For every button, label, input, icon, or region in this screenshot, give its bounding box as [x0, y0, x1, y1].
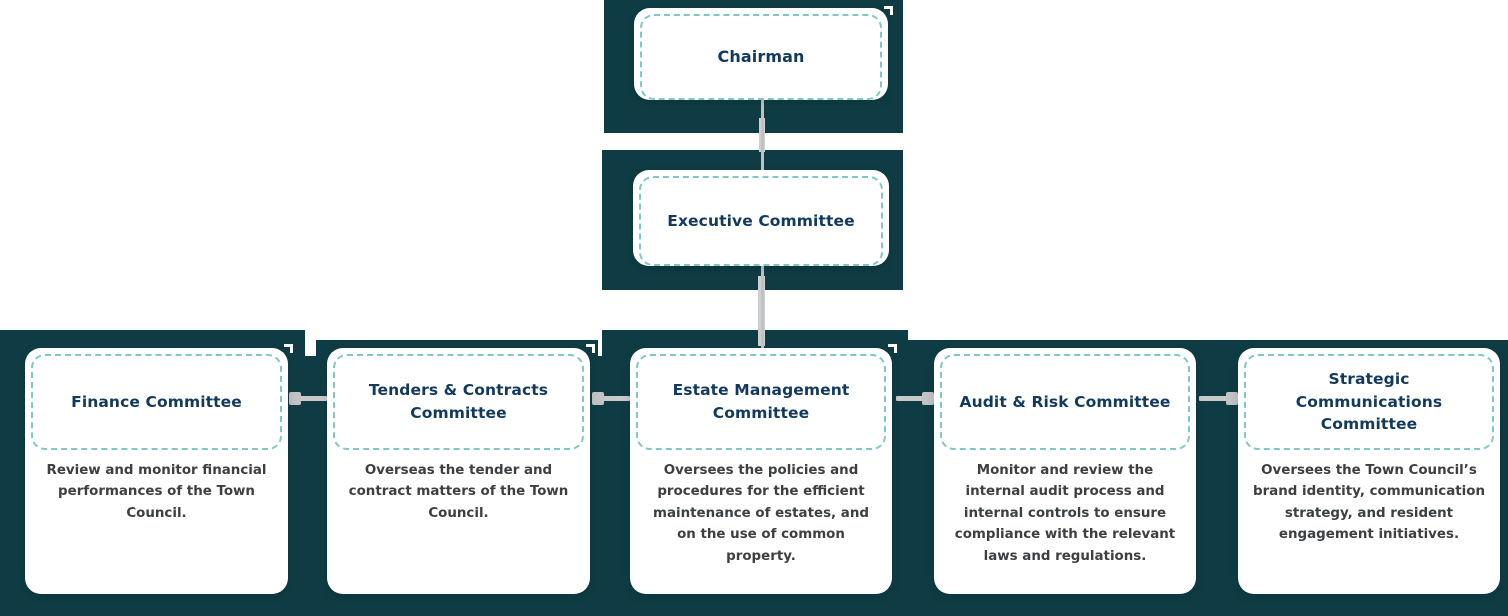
connector-executive-committees: [761, 266, 764, 350]
connector-cap-2: [592, 392, 604, 405]
executive-title: Executive Committee: [667, 211, 855, 230]
node-estate-management-committee[interactable]: Estate Management Committee Oversees the…: [630, 348, 892, 594]
node-finance-committee[interactable]: Finance Committee Review and monitor fin…: [25, 348, 288, 594]
estate-corner-notch-icon: [888, 344, 897, 353]
finance-body: Review and monitor financial performance…: [25, 460, 288, 584]
strategic-title: Strategic Communications Committee: [1295, 369, 1443, 434]
tenders-body: Overseas the tender and contract matters…: [327, 460, 590, 584]
node-audit-risk-committee[interactable]: Audit & Risk Committee Monitor and revie…: [934, 348, 1196, 594]
strategic-description: Oversees the Town Council’s brand identi…: [1252, 463, 1486, 543]
audit-description: Monitor and review the internal audit pr…: [954, 463, 1176, 564]
executive-header: Executive Committee: [639, 176, 883, 266]
node-strategic-communications-committee[interactable]: Strategic Communications Committee Overs…: [1238, 348, 1500, 594]
tenders-title: Tenders & Contracts Committee: [368, 381, 549, 422]
block-gap-2: [598, 330, 602, 356]
estate-header: Estate Management Committee: [636, 354, 886, 450]
block-gap-1: [305, 330, 316, 356]
audit-header: Audit & Risk Committee: [940, 354, 1190, 450]
finance-description: Review and monitor financial performance…: [46, 463, 267, 521]
connector-estate-audit: [896, 396, 934, 401]
audit-body: Monitor and review the internal audit pr…: [934, 460, 1196, 584]
node-tenders-contracts-committee[interactable]: Tenders & Contracts Committee Overseas t…: [327, 348, 590, 594]
finance-title: Finance Committee: [71, 392, 242, 411]
tenders-header: Tenders & Contracts Committee: [333, 354, 584, 450]
node-executive-committee[interactable]: Executive Committee: [633, 170, 889, 266]
chairman-corner-notch-icon: [884, 6, 893, 15]
tenders-corner-notch-icon: [586, 344, 595, 353]
strategic-header: Strategic Communications Committee: [1244, 354, 1494, 450]
connector-cap-4: [1226, 392, 1238, 405]
estate-description: Oversees the policies and procedures for…: [653, 463, 869, 564]
block-gap-3: [908, 330, 1508, 340]
finance-corner-notch-icon: [284, 344, 293, 353]
connector-finance-tenders: [289, 396, 327, 401]
connector-cap-1: [289, 392, 301, 405]
estate-body: Oversees the policies and procedures for…: [630, 460, 892, 584]
connector-audit-strategic: [1199, 396, 1237, 401]
connector-tenders-estate: [592, 396, 630, 401]
connector-cap-3: [922, 392, 934, 405]
strategic-body: Oversees the Town Council’s brand identi…: [1238, 460, 1500, 584]
audit-title: Audit & Risk Committee: [959, 392, 1171, 411]
estate-title: Estate Management Committee: [672, 381, 850, 422]
tenders-description: Overseas the tender and contract matters…: [348, 463, 569, 521]
node-chairman[interactable]: Chairman: [634, 8, 888, 100]
connector-chairman-executive: [761, 100, 764, 170]
chairman-header: Chairman: [640, 14, 882, 100]
chairman-title: Chairman: [717, 47, 805, 67]
finance-header: Finance Committee: [31, 354, 282, 450]
